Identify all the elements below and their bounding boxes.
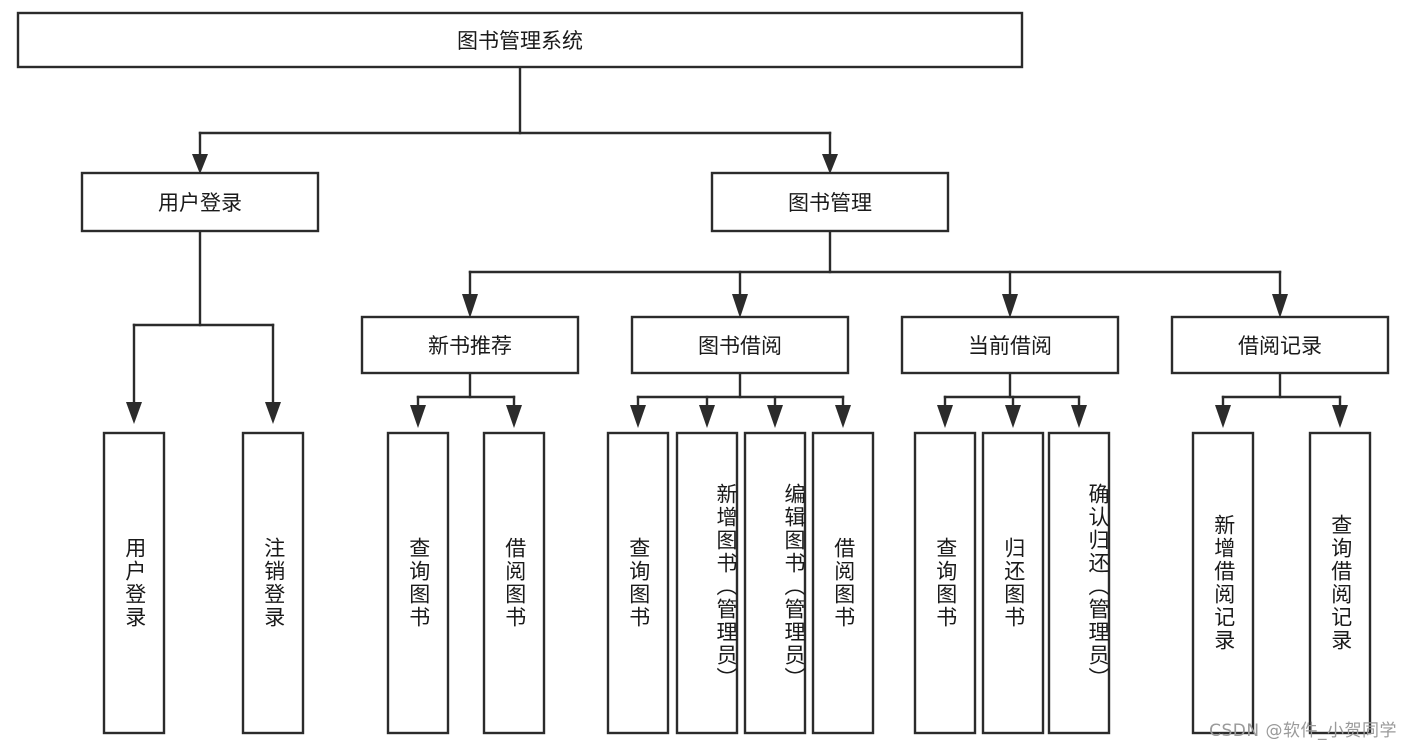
node-box-leaf-user-login[interactable] (102, 431, 166, 735)
arrowhead-bookmgmt (822, 154, 838, 174)
node-box-leaf-add-book[interactable] (675, 431, 739, 735)
node-box-leaf-add-record[interactable] (1191, 431, 1255, 735)
node-box-root[interactable] (16, 11, 1024, 69)
node-box-book-borrow[interactable] (630, 315, 850, 375)
node-box-leaf-edit-book[interactable] (743, 431, 807, 735)
arrowhead-bookborrow (732, 294, 748, 318)
node-box-leaf-query-book-1[interactable] (386, 431, 450, 735)
node-box-current-borrow[interactable] (900, 315, 1120, 375)
arrowhead-currentborrow-leaf3 (1071, 405, 1087, 428)
node-box-leaf-confirm-return[interactable] (1047, 431, 1111, 735)
arrowhead-borrowrecord (1272, 294, 1288, 318)
arrowhead-newbook-leaf1 (410, 405, 426, 428)
arrowhead-currentborrow-leaf2 (1005, 405, 1021, 428)
node-box-user-login[interactable] (80, 171, 320, 233)
node-box-leaf-query-book-2[interactable] (606, 431, 670, 735)
arrowhead-newbook-leaf2 (506, 405, 522, 428)
node-box-book-management[interactable] (710, 171, 950, 233)
arrowhead-currentborrow-leaf1 (937, 405, 953, 428)
csdn-watermark: CSDN @软件_小贺同学 (1209, 721, 1397, 741)
arrowhead-bookborrow-leaf3 (767, 405, 783, 428)
arrowhead-leaf-userlogin-1 (126, 402, 142, 424)
arrowhead-userlogin (192, 154, 208, 174)
connector-layer (126, 65, 1348, 428)
arrowhead-bookborrow-leaf4 (835, 405, 851, 428)
arrowhead-bookborrow-leaf2 (699, 405, 715, 428)
arrowhead-currentborrow (1002, 294, 1018, 318)
node-box-leaf-return-book[interactable] (981, 431, 1045, 735)
node-box-leaf-logout[interactable] (241, 431, 305, 735)
node-box-leaf-borrow-book-2[interactable] (811, 431, 875, 735)
arrowhead-newbook (462, 294, 478, 318)
arrowhead-borrowrecord-leaf2 (1332, 405, 1348, 428)
node-layer (16, 11, 1390, 735)
node-box-leaf-query-record[interactable] (1308, 431, 1372, 735)
node-box-new-book-recommend[interactable] (360, 315, 580, 375)
arrowhead-leaf-userlogin-2 (265, 402, 281, 424)
node-box-borrow-records[interactable] (1170, 315, 1390, 375)
node-box-leaf-query-book-3[interactable] (913, 431, 977, 735)
arrowhead-borrowrecord-leaf1 (1215, 405, 1231, 428)
arrowhead-bookborrow-leaf1 (630, 405, 646, 428)
node-box-leaf-borrow-book-1[interactable] (482, 431, 546, 735)
